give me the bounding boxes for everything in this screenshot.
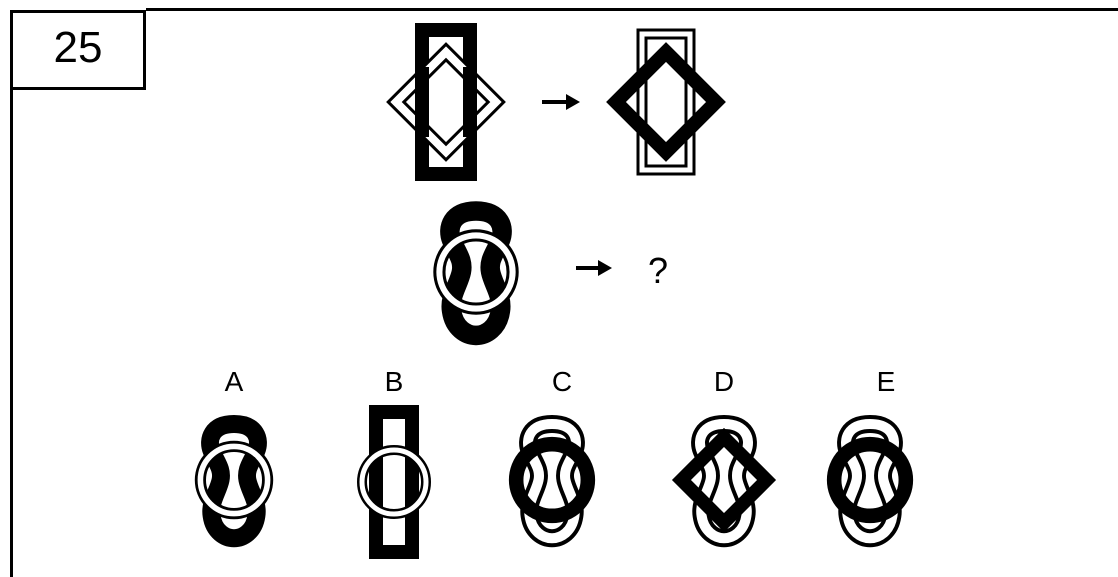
option-e-figure[interactable]	[826, 424, 914, 538]
arrow-icon	[576, 260, 612, 276]
problem-number: 25	[53, 23, 103, 72]
question-figure	[433, 211, 519, 335]
option-label-e[interactable]: E	[876, 366, 896, 397]
problem-number-box: 25	[10, 10, 146, 90]
frame-left-border	[10, 90, 13, 577]
option-b-figure[interactable]	[357, 405, 431, 559]
option-d-figure[interactable]	[671, 424, 777, 538]
option-label-c[interactable]: C	[551, 366, 573, 397]
example-result-figure	[606, 28, 726, 176]
option-label-a[interactable]: A	[224, 366, 244, 397]
frame-top-border	[146, 8, 1118, 11]
arrow-icon	[542, 94, 580, 110]
option-c-figure[interactable]	[508, 424, 596, 538]
question-mark: ?	[648, 250, 669, 291]
option-label-b[interactable]: B	[384, 366, 404, 397]
option-a-figure[interactable]	[194, 424, 274, 538]
option-label-d[interactable]: D	[713, 366, 735, 397]
example-source-figure	[386, 23, 506, 181]
